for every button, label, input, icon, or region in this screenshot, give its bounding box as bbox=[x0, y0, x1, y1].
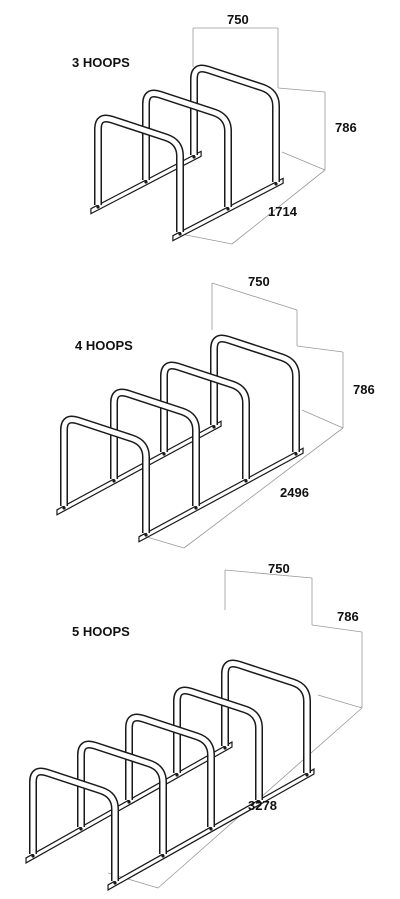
hoop bbox=[173, 686, 263, 804]
rack-title: 4 HOOPS bbox=[75, 338, 133, 353]
width-label: 750 bbox=[248, 274, 270, 289]
dimension-lines-3 bbox=[175, 27, 326, 245]
bolt bbox=[178, 232, 182, 236]
bolt bbox=[113, 881, 117, 885]
bolt bbox=[305, 773, 309, 777]
hoop bbox=[221, 659, 311, 777]
dimension-lines-4 bbox=[139, 282, 344, 549]
bolt bbox=[274, 182, 278, 186]
height-label: 786 bbox=[353, 382, 375, 397]
hoop bbox=[110, 388, 200, 510]
rack-title: 3 HOOPS bbox=[72, 55, 130, 70]
rack-4-hoops: 4 HOOPS 750 786 2496 bbox=[56, 274, 375, 549]
bolt bbox=[244, 479, 248, 483]
rack-3-hoops: 3 HOOPS 750 786 1714 bbox=[72, 12, 357, 245]
width-label: 750 bbox=[227, 12, 249, 27]
length-label: 3278 bbox=[248, 798, 277, 813]
bolt bbox=[257, 800, 261, 804]
bolt bbox=[62, 506, 66, 510]
bolt bbox=[144, 180, 148, 184]
bolt bbox=[294, 452, 298, 456]
height-label: 786 bbox=[335, 120, 357, 135]
hoop bbox=[210, 334, 300, 456]
hoop bbox=[29, 767, 119, 885]
bolt bbox=[162, 452, 166, 456]
bolt bbox=[161, 854, 165, 858]
length-label: 1714 bbox=[268, 204, 298, 219]
hoop bbox=[190, 64, 280, 186]
bolt bbox=[127, 800, 131, 804]
bolt bbox=[112, 479, 116, 483]
back-rail bbox=[138, 447, 304, 543]
bolt bbox=[144, 533, 148, 537]
height-label: 786 bbox=[337, 609, 359, 624]
bolt bbox=[31, 854, 35, 858]
hoop bbox=[60, 415, 150, 537]
length-label: 2496 bbox=[280, 485, 309, 500]
bolt bbox=[212, 425, 216, 429]
dimension-lines-5 bbox=[107, 569, 363, 889]
hoop bbox=[160, 361, 250, 483]
bolt bbox=[175, 773, 179, 777]
hoop bbox=[94, 114, 184, 236]
bolt bbox=[79, 827, 83, 831]
hoop bbox=[142, 89, 232, 211]
rack-title: 5 HOOPS bbox=[72, 624, 130, 639]
rack-5-hoops: 5 HOOPS 750 786 3278 bbox=[25, 561, 363, 891]
width-label: 750 bbox=[268, 561, 290, 576]
hoop bbox=[77, 740, 167, 858]
bolt bbox=[223, 746, 227, 750]
hoop bbox=[125, 713, 215, 831]
bolt bbox=[209, 827, 213, 831]
bolt bbox=[226, 207, 230, 211]
bolt bbox=[192, 155, 196, 159]
bolt bbox=[96, 205, 100, 209]
bolt bbox=[194, 506, 198, 510]
